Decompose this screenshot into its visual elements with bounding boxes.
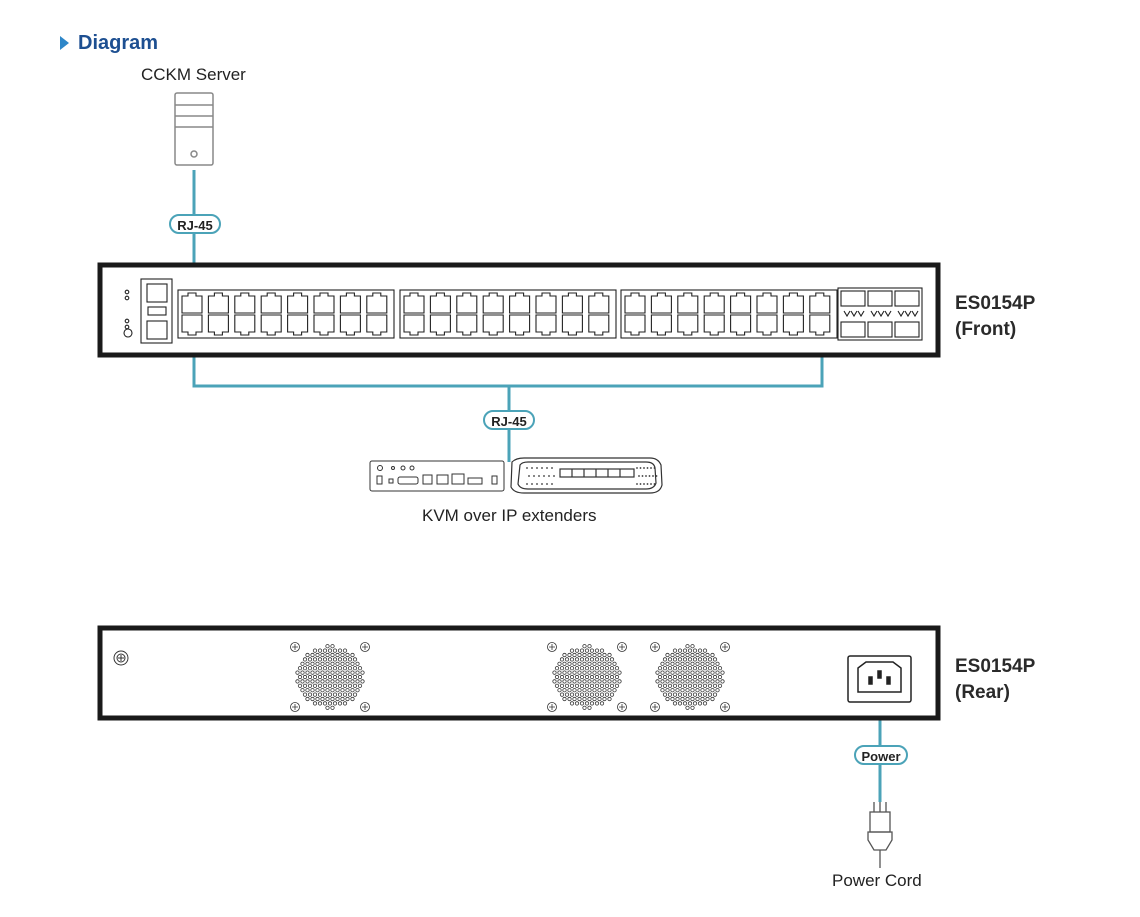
rj45-port xyxy=(339,314,361,336)
rj45-port xyxy=(339,292,361,314)
rj45-port xyxy=(782,314,804,336)
power-plug-icon xyxy=(867,802,893,868)
rj45-port xyxy=(366,314,388,336)
fan-vents xyxy=(290,642,730,712)
rj45-port xyxy=(650,314,672,336)
rj45-port xyxy=(403,292,425,314)
rj45-port xyxy=(313,292,335,314)
rj45-port xyxy=(756,314,778,336)
rj45-server-badge: RJ-45 xyxy=(169,214,221,234)
switch-front-chassis xyxy=(97,262,941,358)
front-ports xyxy=(123,278,923,344)
rj45-port xyxy=(366,292,388,314)
rj45-port xyxy=(260,314,282,336)
rj45-port xyxy=(809,292,831,314)
rj45-port xyxy=(207,314,229,336)
rear-model-name: ES0154P xyxy=(955,656,1036,677)
extenders-label: KVM over IP extenders xyxy=(422,506,597,525)
rj45-port xyxy=(677,292,699,314)
power-cord-label: Power Cord xyxy=(832,871,922,890)
rj45-port xyxy=(809,314,831,336)
front-model-name: ES0154P xyxy=(955,293,1036,314)
rj45-port xyxy=(234,314,256,336)
rj45-port xyxy=(260,292,282,314)
rj45-port xyxy=(677,314,699,336)
rj45-port xyxy=(703,292,725,314)
rj45-extender-badge: RJ-45 xyxy=(483,410,535,430)
ground-screw-icon xyxy=(113,650,129,666)
rj45-port xyxy=(561,292,583,314)
extender-rack-icon xyxy=(510,457,663,494)
front-model-label: ES0154P (Front) xyxy=(955,291,1035,343)
rj45-port xyxy=(456,314,478,336)
server-icon xyxy=(174,92,214,166)
rj45-port xyxy=(482,314,504,336)
front-view-label: (Front) xyxy=(955,319,1017,340)
server-label: CCKM Server xyxy=(141,65,246,84)
rj45-port xyxy=(313,314,335,336)
rj45-port xyxy=(782,292,804,314)
rj45-port xyxy=(624,292,646,314)
rj45-port xyxy=(756,292,778,314)
rj45-port xyxy=(234,292,256,314)
rj45-port xyxy=(730,292,752,314)
rj45-port xyxy=(287,292,309,314)
extender-unit-icon xyxy=(369,460,505,492)
rj45-port xyxy=(207,292,229,314)
rj45-port xyxy=(509,292,531,314)
power-badge: Power xyxy=(854,745,908,765)
rj45-port xyxy=(287,314,309,336)
rj45-port xyxy=(624,314,646,336)
rj45-port xyxy=(650,292,672,314)
rear-model-label: ES0154P (Rear) xyxy=(955,654,1035,706)
section-heading: Diagram xyxy=(78,32,159,54)
triangle-bullet-icon xyxy=(60,36,69,50)
rj45-port xyxy=(588,292,610,314)
power-socket-icon xyxy=(847,655,912,703)
rj45-port xyxy=(482,292,504,314)
rj45-port xyxy=(561,314,583,336)
rj45-port xyxy=(429,292,451,314)
rj45-port xyxy=(535,292,557,314)
rj45-port xyxy=(730,314,752,336)
rj45-port xyxy=(429,314,451,336)
rj45-port xyxy=(403,314,425,336)
rj45-port xyxy=(588,314,610,336)
extender-cable xyxy=(192,340,824,462)
rj45-port xyxy=(535,314,557,336)
rj45-port xyxy=(703,314,725,336)
rj45-port xyxy=(509,314,531,336)
rj45-port xyxy=(181,314,203,336)
switch-rear-chassis xyxy=(97,625,941,721)
rj45-port xyxy=(181,292,203,314)
rear-view-label: (Rear) xyxy=(955,682,1010,703)
rj45-port xyxy=(456,292,478,314)
